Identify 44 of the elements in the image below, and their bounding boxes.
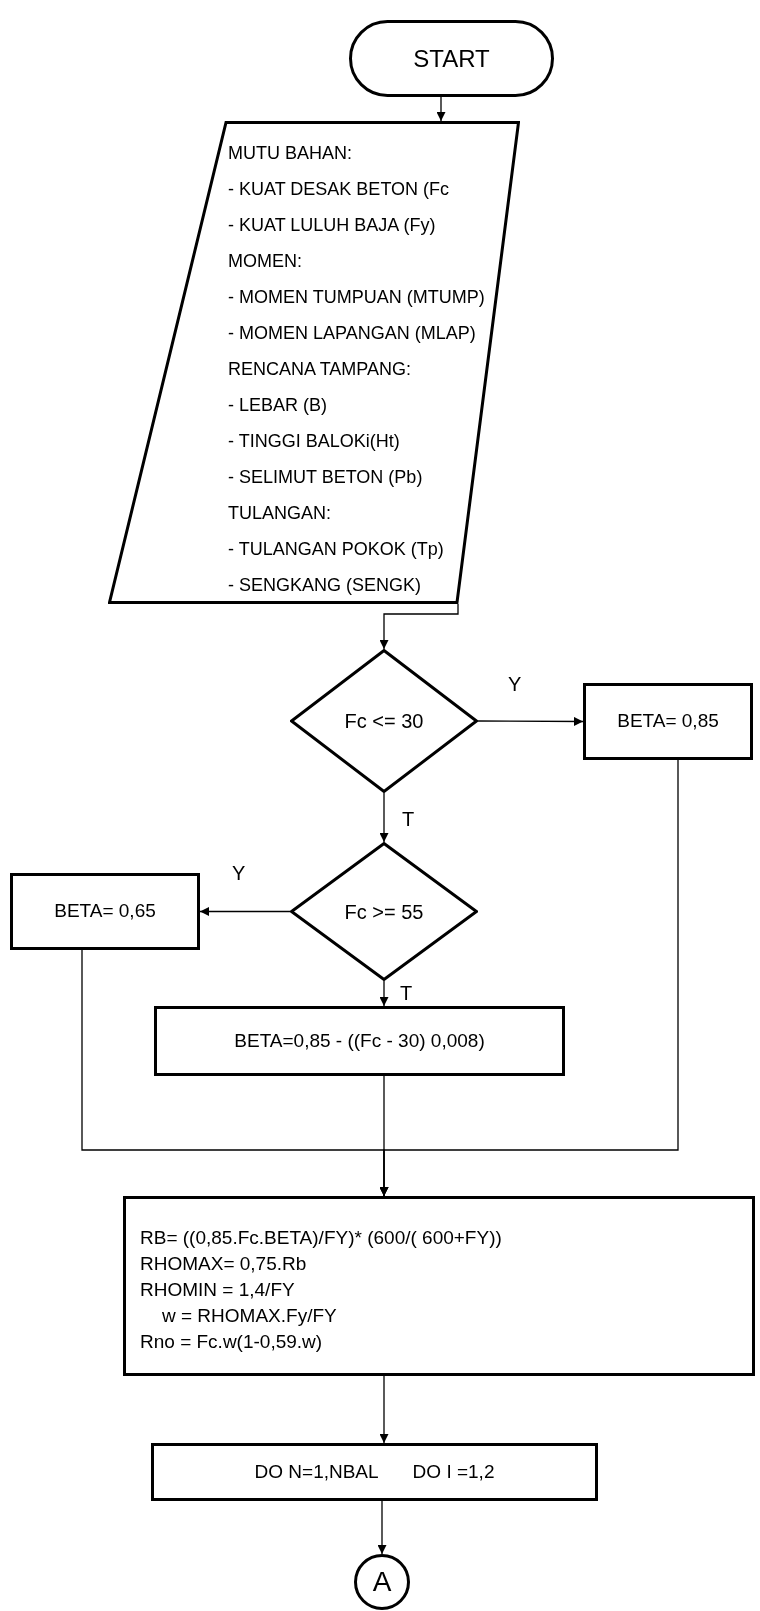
node-text: Rno = Fc.w(1-0,59.w) — [140, 1331, 324, 1353]
arrow — [379, 792, 389, 843]
node-text: - KUAT DESAK BETON (Fc — [228, 178, 451, 201]
arrow — [379, 1375, 389, 1444]
arrow — [379, 603, 459, 650]
node-text: - TINGGI BALOKi(Ht) — [228, 430, 401, 453]
node-text: - SELIMUT BETON (Pb) — [228, 466, 424, 489]
arrow — [477, 716, 584, 726]
node-text: BETA= 0,65 — [54, 899, 156, 924]
arrow — [379, 1075, 389, 1197]
node-text: DO N=1,NBAL — [254, 1459, 379, 1484]
arrow — [436, 96, 446, 122]
process-box — [123, 1196, 755, 1376]
node-text: BETA= 0,85 — [617, 709, 719, 734]
node-text: - TULANGAN POKOK (Tp) — [228, 538, 445, 561]
node-text: - SENGKANG (SENGK) — [228, 574, 423, 597]
input-parallelogram — [108, 121, 520, 604]
node-text: A — [372, 1565, 392, 1599]
node-text: MOMEN: — [228, 250, 303, 273]
node-text: - MOMEN TUMPUAN (MTUMP) — [228, 286, 485, 309]
node-text: BETA=0,85 - ((Fc - 30) 0,008) — [234, 1028, 485, 1053]
decision-diamond — [290, 649, 478, 793]
loop-box — [151, 1443, 598, 1501]
process-box — [154, 1006, 565, 1076]
node-text: w = RHOMAX.Fy/FY — [161, 1305, 338, 1327]
node-text: Fc >= 55 — [344, 899, 424, 925]
node-text: TULANGAN: — [228, 502, 333, 525]
arrow — [379, 980, 389, 1007]
node-text: RB= ((0,85.Fc.BETA)/FY)* (600/( 600+FY)) — [140, 1227, 503, 1249]
arrow — [199, 907, 291, 916]
node-text: MUTU BAHAN: — [228, 142, 353, 165]
node-text: RENCANA TAMPANG: — [228, 358, 413, 381]
node-text: RHOMIN = 1,4/FY — [140, 1279, 296, 1301]
decision-diamond — [290, 842, 478, 981]
node-text: - LEBAR (B) — [228, 394, 329, 417]
arrow — [377, 1500, 387, 1555]
node-text: Fc <= 30 — [344, 709, 424, 734]
node-text: DO I =1,2 — [412, 1459, 495, 1484]
process-box — [583, 683, 753, 760]
node-text: RHOMAX= 0,75.Rb — [140, 1253, 308, 1275]
node-text: START — [413, 43, 490, 74]
process-box — [10, 873, 200, 950]
node-text: - KUAT LULUH BAJA (Fy) — [228, 214, 437, 237]
node-text: - MOMEN LAPANGAN (MLAP) — [228, 322, 477, 345]
